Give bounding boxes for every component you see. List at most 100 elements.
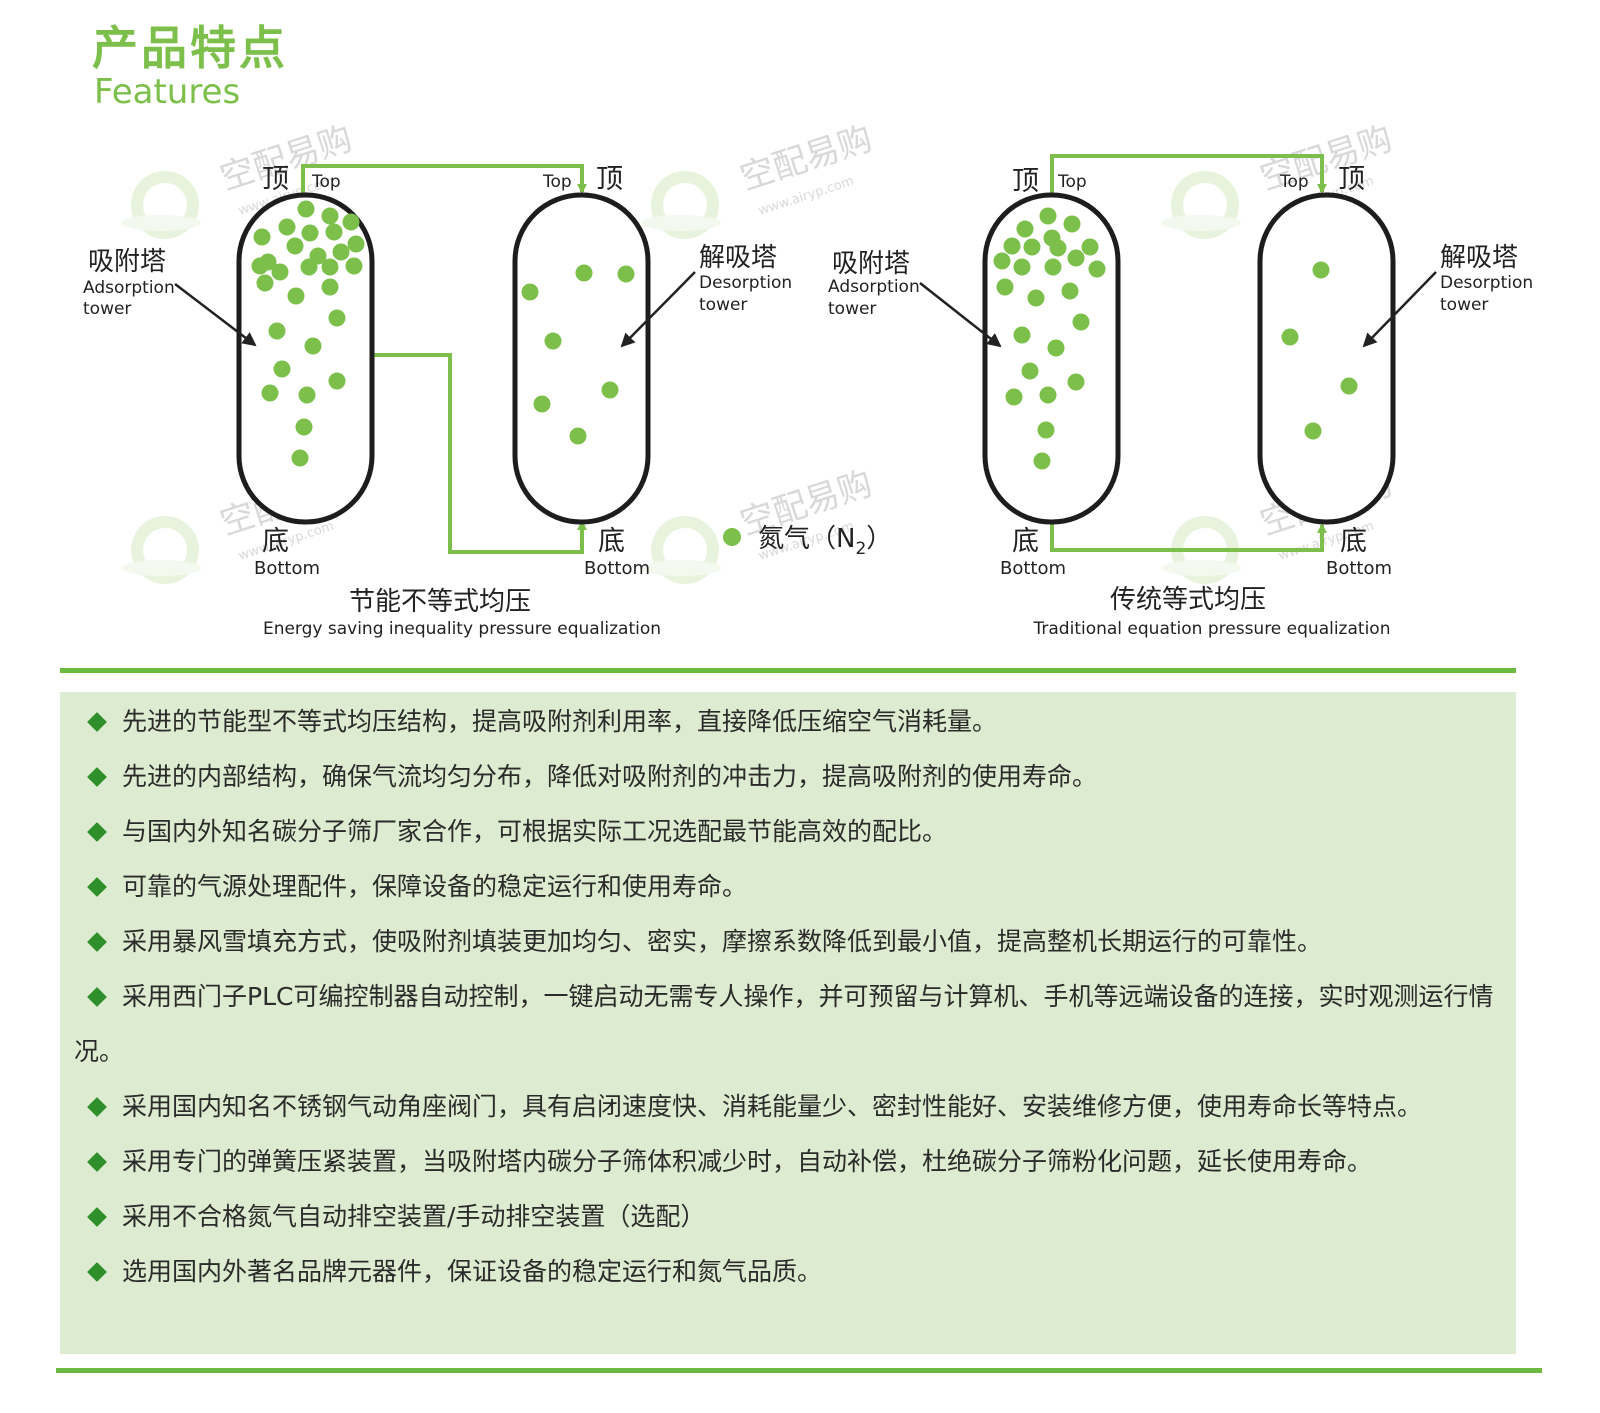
- nitrogen-dot: [298, 386, 316, 404]
- bottom-label-cn: 底: [262, 526, 289, 557]
- desorption-tower-left: [512, 192, 651, 525]
- feature-item: 采用不合格氮气自动排空装置/手动排空装置（选配）: [74, 1189, 1514, 1244]
- nitrogen-dot: [569, 427, 587, 445]
- feature-text: 先进的节能型不等式均压结构，提高吸附剂利用率，直接降低压缩空气消耗量。: [122, 707, 998, 736]
- top-label-cn: 顶: [262, 164, 289, 195]
- desorption-label-en: tower: [1440, 295, 1488, 315]
- nitrogen-dot: [1044, 258, 1062, 276]
- feature-item: 采用专门的弹簧压紧装置，当吸附塔内碳分子筛体积减少时，自动补偿，杜绝碳分子筛粉化…: [74, 1134, 1514, 1189]
- bottom-label-en: Bottom: [254, 558, 320, 579]
- nitrogen-dot: [1039, 386, 1057, 404]
- nitrogen-dot: [278, 218, 296, 236]
- pointer-arrow: [1362, 271, 1437, 348]
- nitrogen-dot: [1340, 377, 1358, 395]
- right-caption-cn: 传统等式均压: [1110, 585, 1266, 615]
- nitrogen-dot: [291, 449, 309, 467]
- nitrogen-dot: [251, 257, 269, 275]
- section-divider-bottom: [56, 1368, 1542, 1373]
- nitrogen-legend-dot: [723, 528, 741, 546]
- left-caption-cn: 节能不等式均压: [349, 587, 531, 617]
- nitrogen-dot: [325, 223, 343, 241]
- feature-item: 采用西门子PLC可编控制器自动控制，一键启动无需专人操作，并可预留与计算机、手机…: [74, 969, 1514, 1079]
- feature-text: 先进的内部结构，确保气流均匀分布，降低对吸附剂的冲击力，提高吸附剂的使用寿命。: [122, 762, 1098, 791]
- left-caption-en: Energy saving inequality pressure equali…: [263, 619, 661, 639]
- nitrogen-dot: [256, 274, 274, 292]
- nitrogen-dot: [1013, 258, 1031, 276]
- adsorption-label-en: Adsorption: [83, 278, 175, 298]
- nitrogen-dot: [1061, 282, 1079, 300]
- pointer-arrow: [919, 282, 1002, 348]
- nitrogen-dot: [1063, 215, 1081, 233]
- feature-text: 采用暴风雪填充方式，使吸附剂填装更加均匀、密实，摩擦系数降低到最小值，提高整机长…: [122, 927, 1323, 956]
- feature-text: 采用西门子PLC可编控制器自动控制，一键启动无需专人操作，并可预留与计算机、手机…: [74, 982, 1494, 1066]
- nitrogen-dot: [253, 228, 271, 246]
- pointer-arrow: [620, 271, 696, 348]
- top-label-en: Top: [542, 172, 572, 192]
- top-label-en: Top: [1279, 172, 1309, 192]
- page-subtitle: Features: [94, 72, 241, 112]
- nitrogen-dot: [1013, 326, 1031, 344]
- diamond-bullet-icon: [87, 1152, 107, 1172]
- feature-list: 先进的节能型不等式均压结构，提高吸附剂利用率，直接降低压缩空气消耗量。先进的内部…: [74, 694, 1514, 1299]
- adsorption-tower-left: [236, 192, 375, 525]
- nitrogen-legend-label: 氮气（N2）: [758, 524, 892, 559]
- nitrogen-dot: [617, 265, 635, 283]
- nitrogen-dot: [993, 252, 1011, 270]
- top-equalization-pipe-left: [301, 164, 587, 195]
- nitrogen-dot: [1047, 339, 1065, 357]
- nitrogen-dot: [601, 381, 619, 399]
- section-divider-top: [60, 668, 1516, 673]
- nitrogen-dot: [304, 337, 322, 355]
- nitrogen-dot: [273, 360, 291, 378]
- bottom-label-en: Bottom: [1326, 558, 1392, 579]
- nitrogen-dot: [342, 213, 360, 231]
- feature-text: 与国内外知名碳分子筛厂家合作，可根据实际工况选配最节能高效的配比。: [122, 817, 948, 846]
- nitrogen-dot: [1067, 249, 1085, 267]
- svg-text:空配易购: 空配易购: [1255, 120, 1397, 199]
- nitrogen-dot: [1027, 289, 1045, 307]
- nitrogen-dots-desorption-right: [1281, 261, 1358, 440]
- nitrogen-dot: [1033, 452, 1051, 470]
- diamond-bullet-icon: [87, 932, 107, 952]
- top-label-cn: 顶: [596, 164, 623, 195]
- svg-text:空配易购: 空配易购: [735, 120, 877, 199]
- feature-text: 采用不合格氮气自动排空装置/手动排空装置（选配）: [122, 1202, 706, 1231]
- nitrogen-dot: [1016, 220, 1034, 238]
- nitrogen-dots-desorption-left: [521, 264, 635, 445]
- bottom-label-en: Bottom: [1000, 558, 1066, 579]
- tower-diagram: 空配易购 空配易购 空配易购 空配易购 空配易购 空配易购 www.airyp.…: [83, 120, 1533, 639]
- nitrogen-dot: [1005, 388, 1023, 406]
- diamond-bullet-icon: [87, 1207, 107, 1227]
- nitrogen-dot: [261, 384, 279, 402]
- adsorption-label-cn: 吸附塔: [88, 247, 166, 277]
- adsorption-tower-right: [982, 192, 1121, 525]
- bottom-label-en: Bottom: [584, 558, 650, 579]
- diamond-bullet-icon: [87, 712, 107, 732]
- adsorption-label-en: tower: [83, 299, 131, 319]
- desorption-label-en: Desorption: [699, 273, 792, 293]
- nitrogen-dots-adsorption-right: [993, 207, 1106, 470]
- feature-item: 选用国内外著名品牌元器件，保证设备的稳定运行和氮气品质。: [74, 1244, 1514, 1299]
- feature-item: 先进的节能型不等式均压结构，提高吸附剂利用率，直接降低压缩空气消耗量。: [74, 694, 1514, 749]
- nitrogen-dot: [271, 263, 289, 281]
- nitrogen-dot: [301, 224, 319, 242]
- diamond-bullet-icon: [87, 877, 107, 897]
- bottom-label-cn: 底: [1340, 526, 1367, 557]
- nitrogen-dot: [286, 237, 304, 255]
- nitrogen-dot: [328, 309, 346, 327]
- desorption-tower-right: [1257, 192, 1396, 525]
- diamond-bullet-icon: [87, 767, 107, 787]
- nitrogen-dot: [1003, 237, 1021, 255]
- page-title: 产品特点: [92, 21, 288, 75]
- adsorption-label-en: tower: [828, 299, 876, 319]
- nitrogen-dot: [268, 322, 286, 340]
- diamond-bullet-icon: [87, 822, 107, 842]
- right-caption-en: Traditional equation pressure equalizati…: [1033, 619, 1391, 639]
- feature-text: 采用国内知名不锈钢气动角座阀门，具有启闭速度快、消耗能量少、密封性能好、安装维修…: [122, 1092, 1423, 1121]
- nitrogen-dot: [1023, 238, 1041, 256]
- top-label-en: Top: [311, 172, 341, 192]
- feature-item: 先进的内部结构，确保气流均匀分布，降低对吸附剂的冲击力，提高吸附剂的使用寿命。: [74, 749, 1514, 804]
- adsorption-label-en: Adsorption: [828, 277, 920, 297]
- nitrogen-dot: [332, 243, 350, 261]
- nitrogen-dot: [521, 283, 539, 301]
